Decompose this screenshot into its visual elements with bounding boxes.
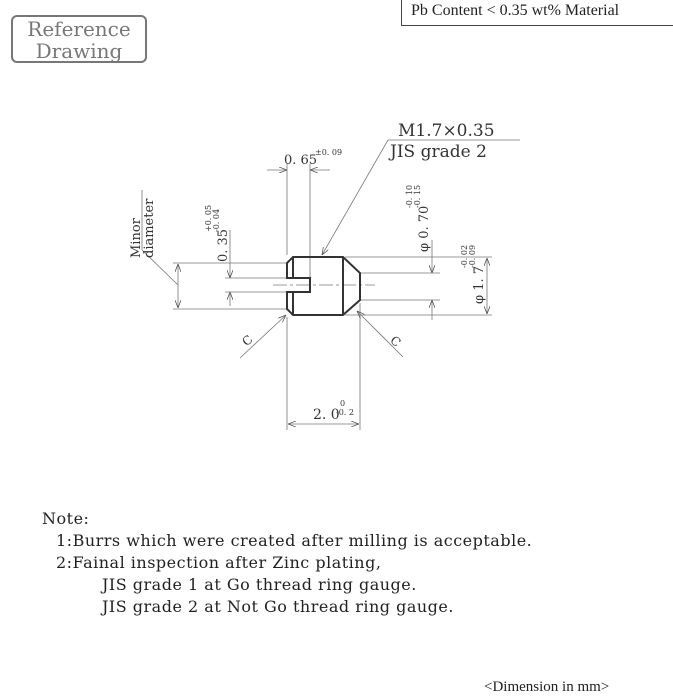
length-value: 2. 0	[313, 407, 340, 423]
set-screw-outline	[286, 256, 361, 316]
reference-drawing-stamp: Reference Drawing	[11, 15, 147, 63]
dimension-unit-note: <Dimension in mm>	[484, 679, 610, 695]
tip-diameter-tol-lower: -0. 15	[413, 185, 422, 208]
notes: Note: 1:Burrs which were created after m…	[42, 508, 532, 618]
slot-depth-tol-upper: +0. 05	[204, 205, 213, 232]
chamfer-right-label: C	[387, 333, 403, 350]
outer-diameter-value: φ 1. 7	[472, 266, 487, 304]
thread-grade: JIS grade 2	[388, 142, 487, 162]
note-item: JIS grade 2 at Not Go thread ring gauge.	[102, 597, 454, 616]
stamp-line-1: Reference	[27, 17, 131, 41]
stamp-line-2: Drawing	[35, 39, 123, 63]
tip-diameter-value: φ 0. 70	[417, 206, 432, 252]
note-item: 1:Burrs which were created after milling…	[56, 531, 533, 550]
length-tol-upper: 0	[340, 399, 345, 408]
tip-diameter-tol-upper: -0. 10	[405, 185, 414, 208]
slot-depth-value: 0. 35	[216, 229, 231, 262]
slot-depth-tol-lower: -0. 04	[212, 209, 221, 232]
outer-diameter-tol-upper: -0. 02	[460, 245, 469, 268]
note-item: JIS grade 1 at Go thread ring gauge.	[102, 575, 417, 594]
note-item: 2:Fainal inspection after Zinc plating,	[56, 553, 382, 572]
chamfer-left-label: C	[239, 332, 255, 349]
thread-spec: M1.7×0.35	[398, 121, 495, 141]
minor-diameter-label-2: diameter	[142, 198, 157, 258]
minor-diameter-label-1: Minor	[129, 217, 144, 258]
notes-title: Note:	[42, 509, 90, 528]
length-tol-lower: -0. 2	[336, 408, 354, 417]
outer-diameter-tol-lower: -0. 09	[468, 245, 477, 268]
slot-width-value: 0. 65	[284, 153, 317, 168]
material-box: Pb Content < 0.35 wt% Material	[401, 0, 673, 26]
dimension-lines	[141, 139, 520, 430]
slot-width-tol: ±0. 09	[315, 148, 342, 157]
